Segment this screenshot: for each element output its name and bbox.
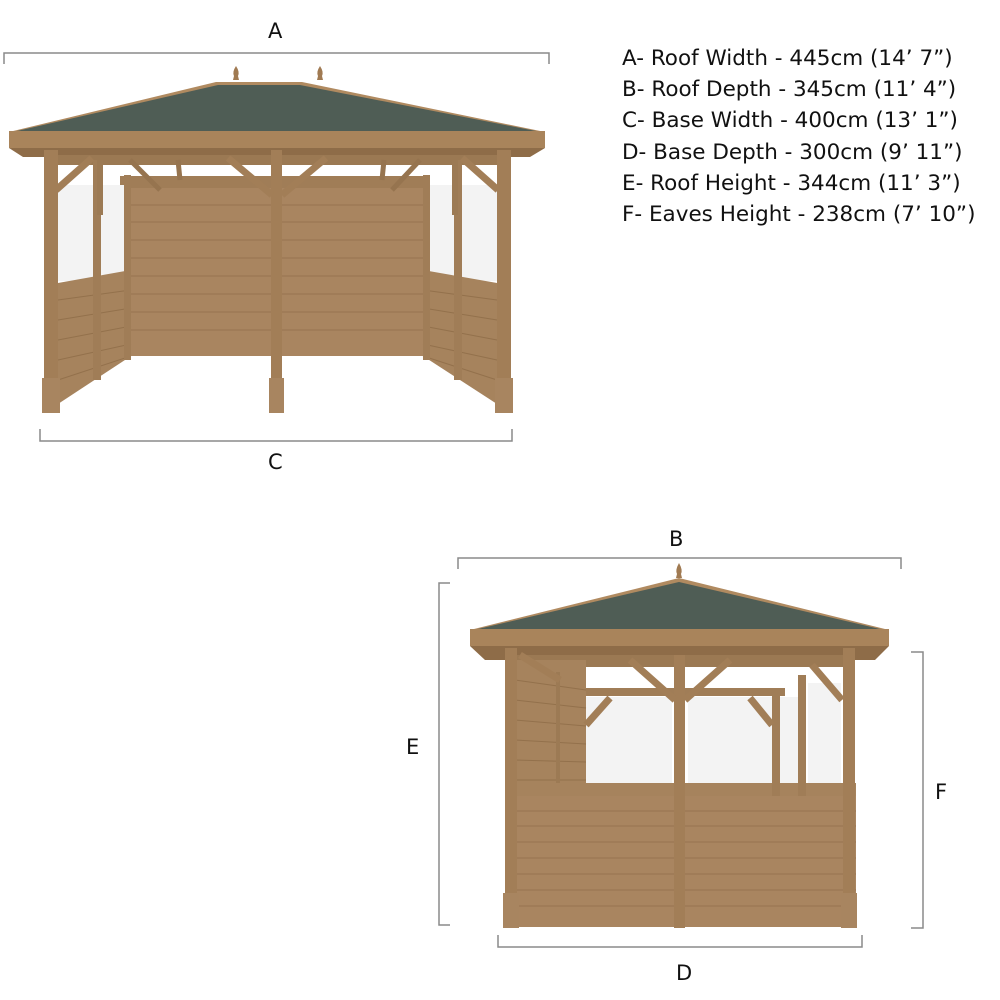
label-d: D (676, 961, 693, 985)
spec-eaves-height: F- Eaves Height - 238cm (7’ 10”) (622, 202, 976, 228)
dimension-line-d (497, 935, 863, 948)
post-left (44, 150, 58, 413)
finial-icons (233, 66, 323, 80)
spec-roof-depth: B- Roof Depth - 345cm (11’ 4”) (622, 77, 957, 103)
spec-roof-width: A- Roof Width - 445cm (14’ 7”) (622, 46, 953, 71)
dimension-line-c (39, 429, 513, 442)
dimension-line-e (438, 582, 450, 926)
dimension-line-f (911, 651, 924, 929)
finial-icon (676, 563, 682, 578)
dimension-specs-list: A- Roof Width - 445cm (14’ 7”) B- Roof D… (622, 43, 975, 230)
window-right (808, 683, 841, 796)
label-f: F (935, 780, 948, 804)
label-b: B (669, 527, 684, 551)
label-a: A (268, 19, 283, 43)
post-left-side (505, 648, 517, 928)
post-right (497, 150, 511, 413)
post-center (271, 150, 282, 413)
spec-base-depth: D- Base Depth - 300cm (9’ 11”) (622, 139, 963, 165)
label-e: E (406, 735, 420, 759)
spec-base-width: C- Base Width - 400cm (13’ 1”) (622, 108, 958, 134)
post-center-side (674, 655, 685, 928)
label-c: C (268, 450, 283, 474)
dimension-line-a (3, 52, 550, 64)
spec-roof-height: E- Roof Height - 344cm (11’ 3”) (622, 170, 961, 196)
dimension-line-b (457, 557, 902, 569)
post-right-side (843, 648, 855, 928)
